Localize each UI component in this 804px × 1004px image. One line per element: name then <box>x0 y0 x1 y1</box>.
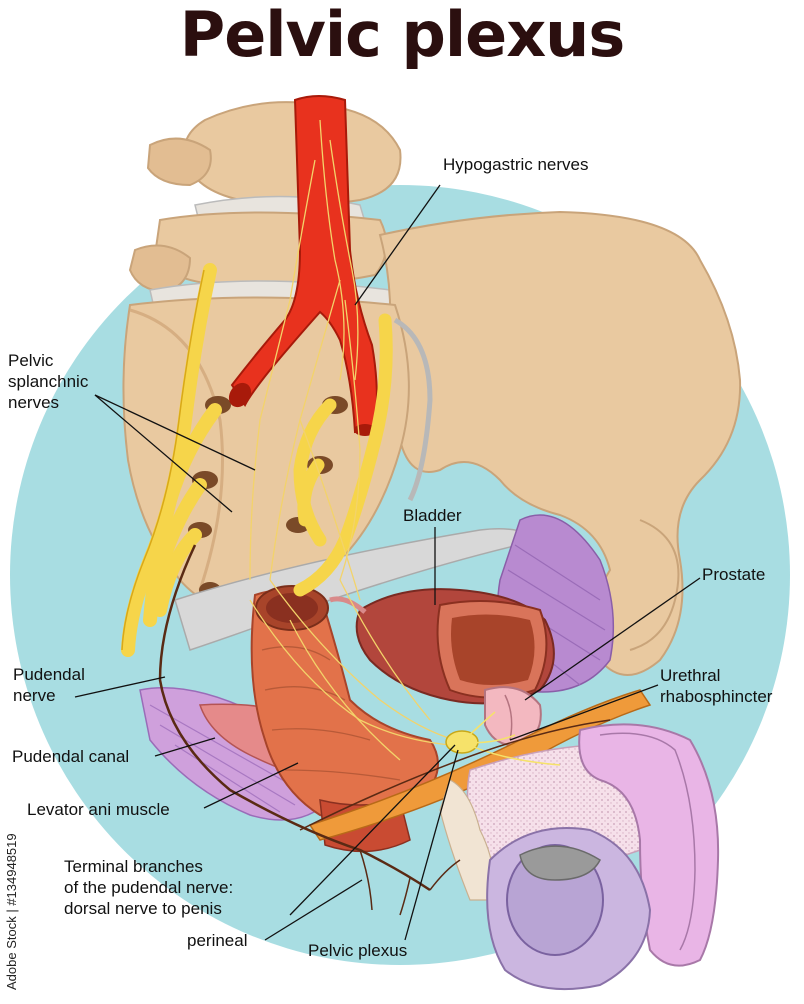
leader-lines <box>74 184 701 941</box>
label-pelvic-plexus: Pelvic plexus <box>308 941 408 960</box>
label-perineal: perineal <box>187 931 248 950</box>
right-sacral-nerves <box>293 313 393 597</box>
aorta <box>230 95 378 434</box>
label-terminal-branches: Terminal branches of the pudendal nerve:… <box>64 857 234 918</box>
label-pelvic-splanchnic-nerves: Pelvic splanchnic nerves <box>8 351 89 412</box>
hip-bone <box>378 210 742 676</box>
label-prostate: Prostate <box>702 565 766 584</box>
label-pudendal-nerve: Pudendal nerve <box>13 665 85 705</box>
hypogastric-nerve-network <box>249 119 456 761</box>
label-hypogastric-nerves: Hypogastric nerves <box>443 155 589 174</box>
sacral-nerve-roots <box>121 263 222 657</box>
pudendal-nerve-path <box>158 544 431 892</box>
penis <box>578 723 720 967</box>
label-pudendal-canal: Pudendal canal <box>12 747 130 766</box>
label-urethral-rhabosphincter: Urethral rhabosphincter <box>660 666 773 706</box>
label-levator-ani-muscle: Levator ani muscle <box>27 800 170 819</box>
stock-watermark: Adobe Stock | #134948519 <box>4 833 19 990</box>
label-bladder: Bladder <box>403 506 462 525</box>
page-title: Pelvic plexus <box>179 0 625 71</box>
